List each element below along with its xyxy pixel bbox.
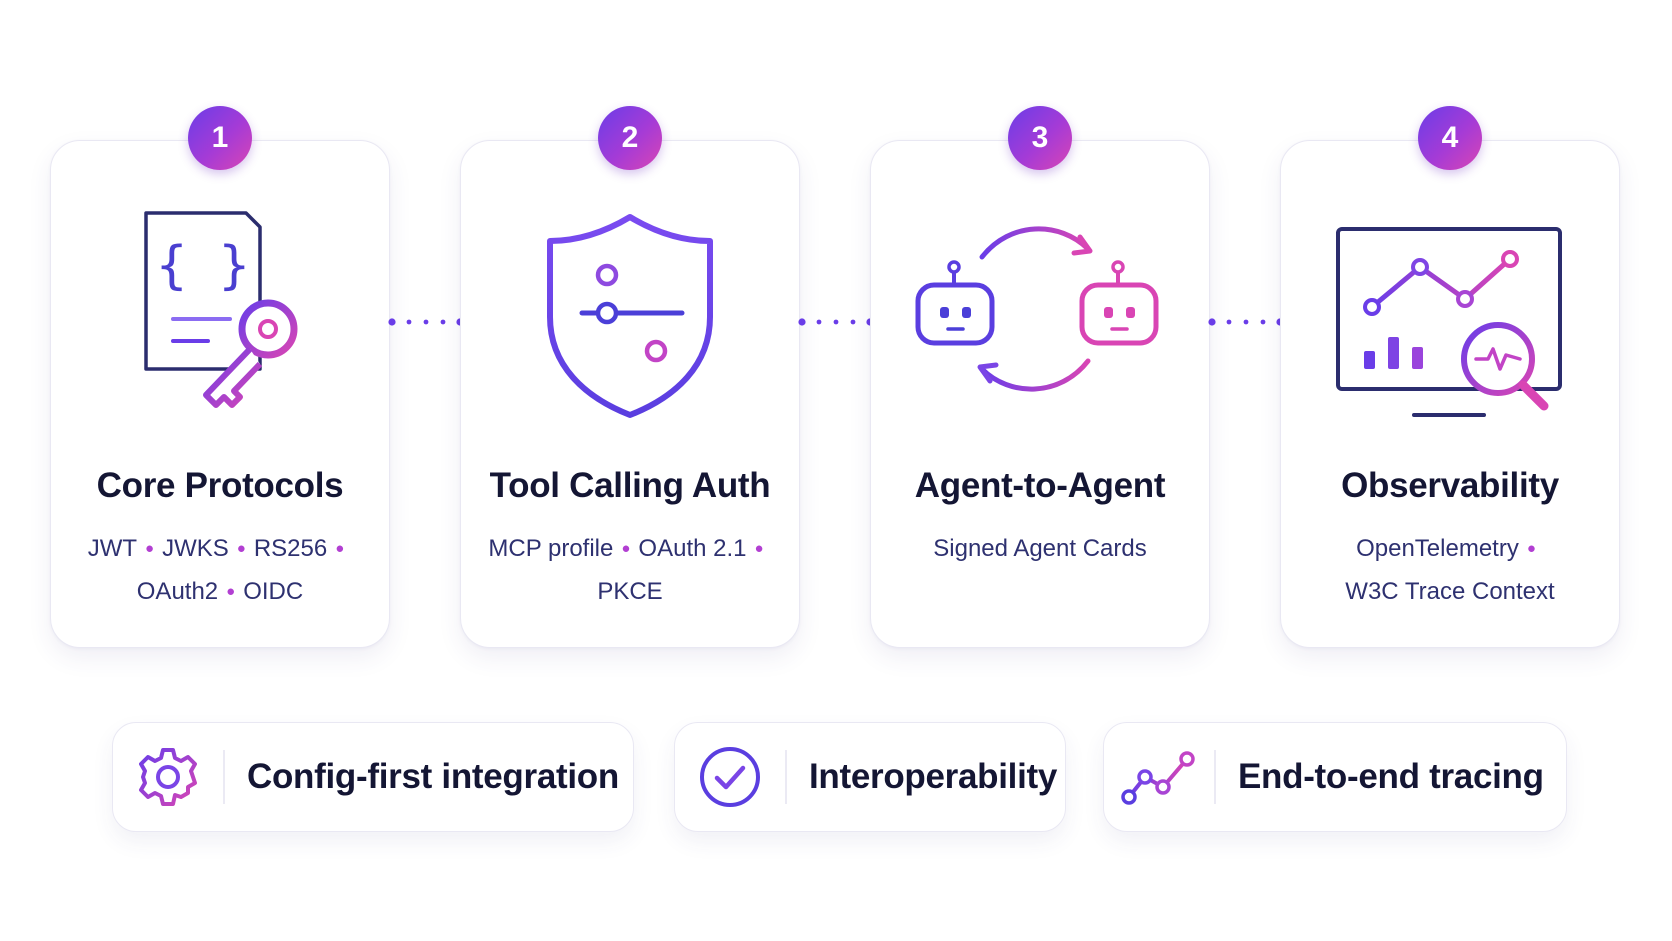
pill-separator [1214,750,1216,804]
shield-sliders-icon [461,209,799,429]
card-title: Observability [1341,466,1559,505]
benefit-interoperability: Interoperability [674,722,1066,832]
benefit-label: Config-first integration [247,757,619,796]
trend-line-icon [1104,747,1214,807]
step-card-observability: Observability OpenTelemetry● W3C Trace C… [1280,140,1620,648]
step-card-core-protocols: { } Core Protocols JWT●JWKS●RS256● OAuth… [50,140,390,648]
pill-separator [785,750,787,804]
benefit-end-to-end-tracing: End-to-end tracing [1103,722,1567,832]
card-subtitle: JWT●JWKS●RS256● OAuth2●OIDC [87,535,345,605]
dotted-connector [798,318,874,326]
benefit-label: Interoperability [809,757,1058,796]
card-subtitle: MCP profile●OAuth 2.1● PKCE [488,535,764,605]
gear-icon [113,745,223,809]
monitor-analytics-icon [1281,209,1619,429]
check-circle-icon [675,744,785,810]
card-title: Tool Calling Auth [489,466,771,505]
card-subtitle: OpenTelemetry● W3C Trace Context [1345,535,1555,605]
document-key-icon: { } [51,209,389,429]
dotted-connector [388,318,464,326]
benefit-config-first: Config-first integration [112,722,634,832]
card-subtitle: Signed Agent Cards [933,535,1147,562]
card-title: Agent-to-Agent [914,466,1166,505]
step-card-tool-calling-auth: Tool Calling Auth MCP profile●OAuth 2.1●… [460,140,800,648]
step-badge-3: 3 [1008,106,1072,170]
step-badge-1: 1 [188,106,252,170]
pill-separator [223,750,225,804]
step-badge-2: 2 [598,106,662,170]
card-title: Core Protocols [96,466,344,505]
agents-exchange-icon [871,209,1209,429]
step-card-agent-to-agent: Agent-to-Agent Signed Agent Cards [870,140,1210,648]
benefit-label: End-to-end tracing [1238,757,1544,796]
step-badge-4: 4 [1418,106,1482,170]
dotted-connector [1208,318,1284,326]
svg-text:{ }: { } [156,236,250,296]
